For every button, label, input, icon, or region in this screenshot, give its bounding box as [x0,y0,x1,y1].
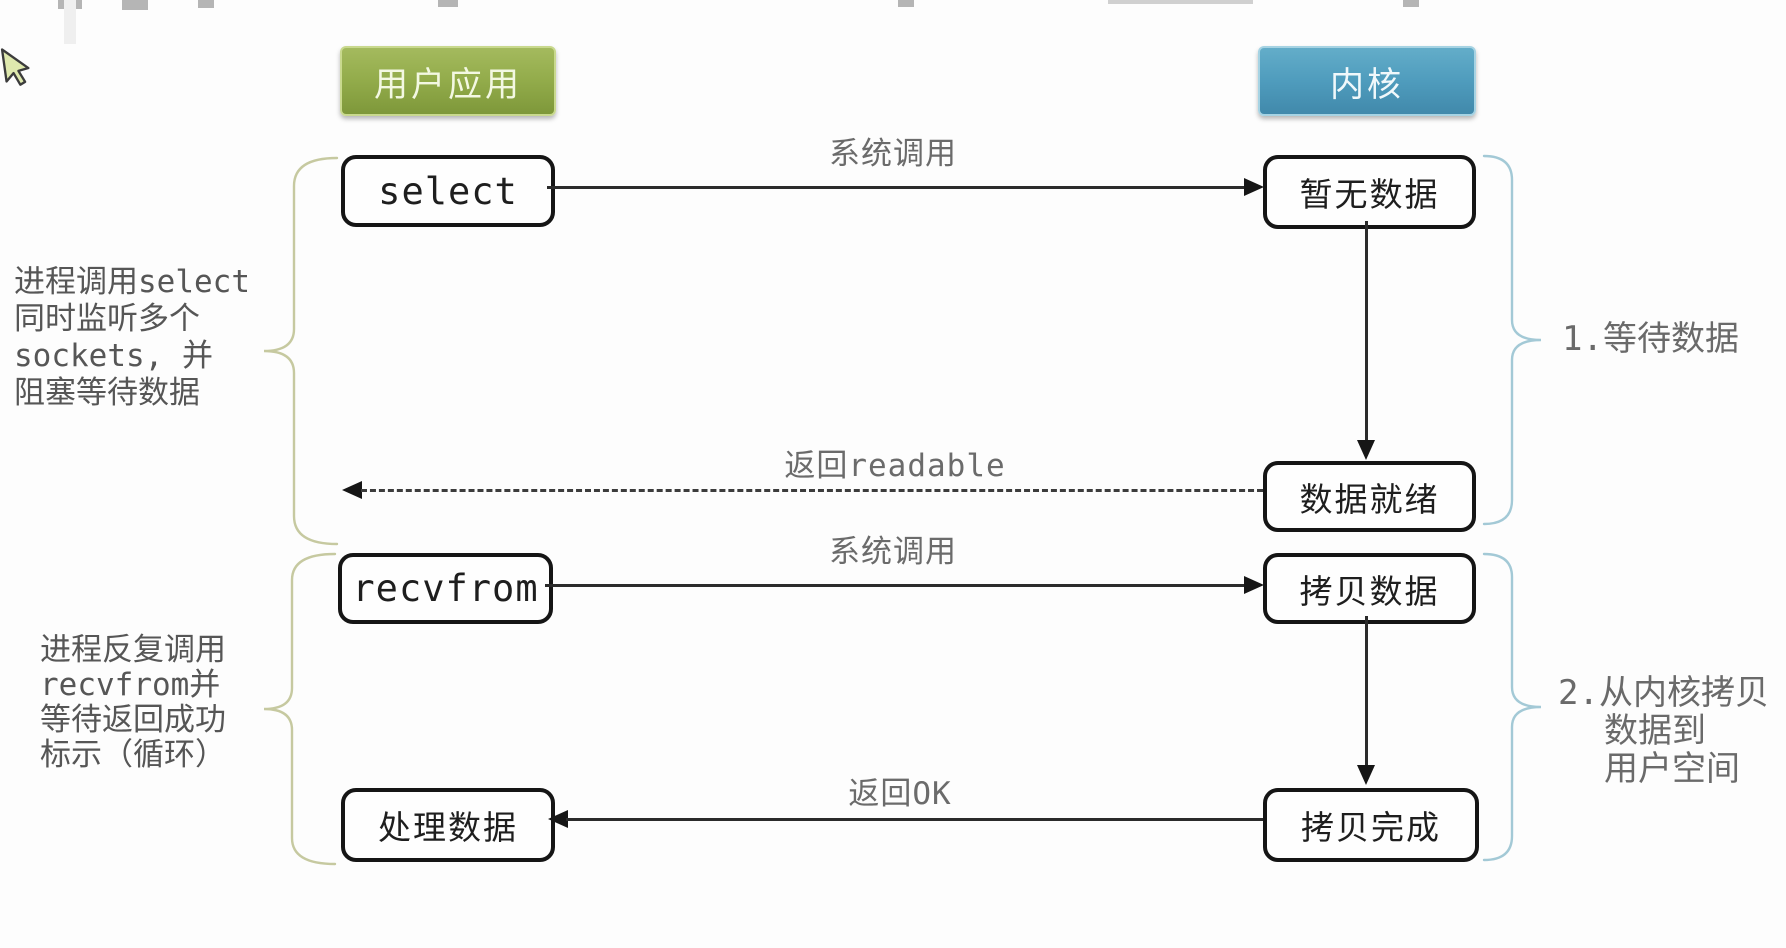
video-artifact [1108,0,1253,4]
lane-header-user-label: 用户应用 [374,64,522,105]
arrow-syscall-1-label: 系统调用 [829,136,957,172]
node-select: select [341,155,555,227]
left-brace-recvfrom-phase [263,552,337,866]
arrow-return-readable-line [361,489,1263,492]
arrow-wait-line [1365,221,1368,443]
node-copy-data: 拷贝数据 [1263,553,1476,624]
arrow-return-ok-head [548,810,568,828]
annotation-line: 进程反复调用 [40,632,226,668]
arrow-syscall-1-line [547,186,1247,189]
arrow-syscall-2-head [1244,576,1264,594]
annotation-line: 标示（循环） [40,737,226,773]
video-artifact [438,0,458,7]
phase-label-copy-data: 2.从内核拷贝 数据到 用户空间 [1558,674,1769,788]
left-brace-select-phase [263,156,339,546]
arrow-syscall-2-line [545,584,1247,587]
video-artifact [1403,0,1419,7]
annotation-select-blocking: 进程调用select 同时监听多个 sockets, 并 阻塞等待数据 [14,264,250,412]
arrow-return-ok-line [566,818,1263,821]
arrow-copy-line [1365,616,1368,768]
arrow-syscall-1-head [1244,178,1264,196]
node-copy-data-label: 拷贝数据 [1299,571,1440,611]
phase-label-line: 用户空间 [1604,749,1740,789]
node-recvfrom-label: recvfrom [352,567,539,610]
annotation-line: 等待返回成功 [40,702,226,738]
video-artifact [898,0,914,7]
phase-label-wait-data: 1.等待数据 [1562,319,1739,359]
arrow-return-ok-label: 返回OK [848,776,952,812]
arrow-syscall-2-label: 系统调用 [829,534,957,570]
arrow-return-readable-head [342,481,362,499]
node-select-label: select [378,169,518,213]
right-brace-copy-data [1482,552,1542,862]
annotation-line: sockets, 并 [14,338,213,374]
arrow-return-readable-label: 返回readable [784,448,1006,484]
node-data-ready: 数据就绪 [1263,461,1476,532]
annotation-line: 阻塞等待数据 [14,375,200,411]
right-brace-wait-data [1482,154,1542,526]
phase-label-line: 数据到 [1604,711,1706,751]
video-artifact [64,0,76,44]
node-no-data-yet: 暂无数据 [1263,155,1476,229]
arrow-wait-head [1357,440,1375,460]
node-recvfrom: recvfrom [338,553,553,624]
arrow-copy-head [1357,765,1375,785]
video-artifact [122,0,148,10]
lane-header-user-application: 用户应用 [340,46,556,116]
node-copy-done-label: 拷贝完成 [1301,808,1441,847]
video-artifact [198,0,214,8]
lane-header-kernel-label: 内核 [1330,64,1404,105]
node-process-data: 处理数据 [341,788,555,862]
annotation-line: recvfrom并 [40,667,221,703]
node-no-data-yet-label: 暂无数据 [1299,175,1440,214]
annotation-line: 进程调用select [14,264,250,300]
mouse-cursor-icon [0,48,30,86]
phase-label-line: 2.从内核拷贝 [1558,673,1769,713]
annotation-line: 同时监听多个 [14,301,200,337]
node-process-data-label: 处理数据 [378,808,518,847]
node-copy-done: 拷贝完成 [1263,788,1479,862]
annotation-recvfrom-loop: 进程反复调用 recvfrom并 等待返回成功 标示（循环） [40,633,226,773]
lane-header-kernel: 内核 [1258,46,1476,116]
node-data-ready-label: 数据就绪 [1299,479,1440,519]
